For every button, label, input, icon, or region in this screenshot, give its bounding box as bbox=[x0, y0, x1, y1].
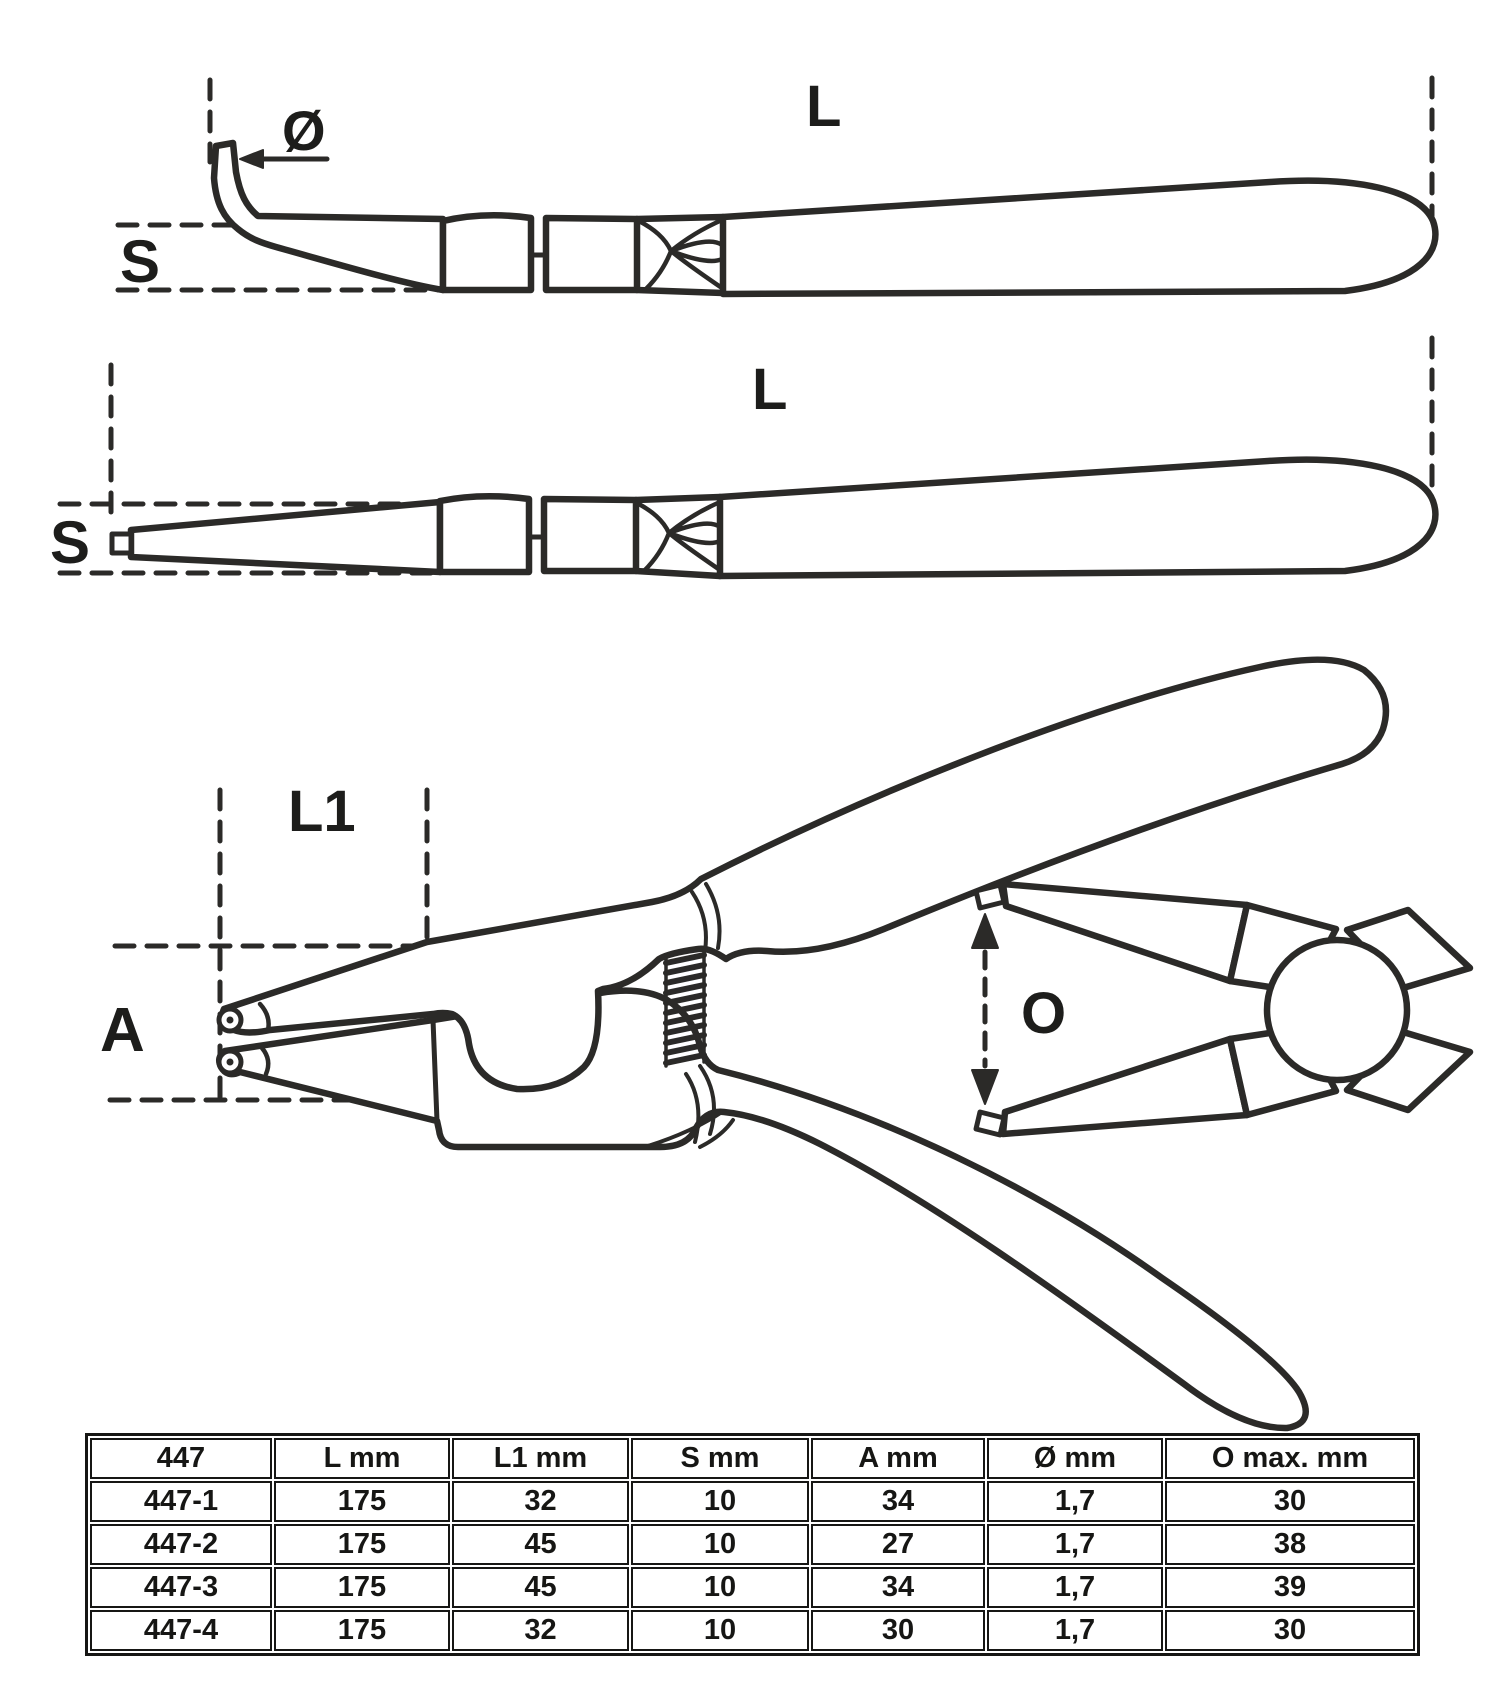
open-pliers-view bbox=[107, 656, 1390, 1432]
table-cell: 30 bbox=[1165, 1610, 1415, 1651]
length-label-top: L bbox=[806, 74, 841, 139]
length-label-middle: L bbox=[752, 357, 787, 422]
joint-outline bbox=[632, 493, 724, 580]
pliers-handle bbox=[716, 456, 1439, 580]
table-cell: 1,7 bbox=[987, 1610, 1163, 1651]
housing-divider bbox=[526, 496, 547, 575]
detail-jaw-tip bbox=[973, 1109, 1007, 1138]
table-cell: 45 bbox=[452, 1567, 629, 1608]
table-cell: 10 bbox=[631, 1481, 809, 1522]
table-row: 447-2 175 45 10 27 1,7 38 bbox=[90, 1524, 1415, 1565]
lower-lobe-edge bbox=[430, 1017, 440, 1124]
table-cell: 45 bbox=[452, 1524, 629, 1565]
bent-tip-pliers-side-view bbox=[115, 75, 1439, 298]
table-row: 447-1 175 32 10 34 1,7 30 bbox=[90, 1481, 1415, 1522]
ring-detail-view bbox=[971, 880, 1474, 1138]
pliers-jaw-housing bbox=[542, 214, 641, 294]
pliers-bent-jaw bbox=[210, 139, 447, 294]
table-header-cell: A mm bbox=[811, 1438, 985, 1479]
opening-label: O bbox=[1021, 981, 1066, 1046]
pliers-jaw-housing bbox=[436, 492, 533, 576]
table-cell: 1,7 bbox=[987, 1567, 1163, 1608]
table-header-cell: O max. mm bbox=[1165, 1438, 1415, 1479]
table-cell: 175 bbox=[274, 1481, 450, 1522]
jaw-length-label: L1 bbox=[288, 779, 356, 844]
table-cell: 10 bbox=[631, 1567, 809, 1608]
box-joint-curves bbox=[690, 882, 722, 953]
table-row: 447-4 175 32 10 30 1,7 30 bbox=[90, 1610, 1415, 1651]
table-cell: 447-1 bbox=[90, 1481, 272, 1522]
pliers-straight-jaw bbox=[127, 498, 444, 576]
box-joint-curves bbox=[646, 1064, 735, 1149]
table-header-cell: L1 mm bbox=[452, 1438, 629, 1479]
arrow-head-icon bbox=[239, 149, 264, 169]
table-cell: 10 bbox=[631, 1610, 809, 1651]
box-joint-curves bbox=[636, 217, 725, 292]
pliers-jaw-housing bbox=[540, 495, 640, 575]
table-header-cell: S mm bbox=[631, 1438, 809, 1479]
table-cell: 38 bbox=[1165, 1524, 1415, 1565]
table-header-cell: 447 bbox=[90, 1438, 272, 1479]
jaw-tip-pin-center bbox=[226, 1058, 234, 1066]
arrow-head-icon bbox=[971, 913, 999, 949]
jaw-detail-arc bbox=[259, 1045, 271, 1077]
table-cell: 175 bbox=[274, 1524, 450, 1565]
table-row: 447-3 175 45 10 34 1,7 39 bbox=[90, 1567, 1415, 1608]
circlip-ring bbox=[1263, 936, 1411, 1084]
table-cell: 27 bbox=[811, 1524, 985, 1565]
detail-lower-jaw bbox=[999, 1035, 1251, 1138]
table-cell: 32 bbox=[452, 1610, 629, 1651]
joint-outline bbox=[633, 213, 727, 297]
box-joint-curves bbox=[634, 499, 723, 574]
table-cell: 32 bbox=[452, 1481, 629, 1522]
table-cell: 34 bbox=[811, 1481, 985, 1522]
table-cell: 175 bbox=[274, 1567, 450, 1608]
detail-jaw-tip bbox=[973, 882, 1007, 911]
table-cell: 1,7 bbox=[987, 1524, 1163, 1565]
thickness-label-top: S bbox=[120, 228, 160, 295]
table-cell: 30 bbox=[811, 1610, 985, 1651]
spec-table: 447 L mm L1 mm S mm A mm Ø mm O max. mm … bbox=[85, 1433, 1420, 1656]
table-cell: 34 bbox=[811, 1567, 985, 1608]
pliers-upper-arm bbox=[219, 656, 1390, 1093]
return-spring bbox=[663, 948, 707, 1068]
jaw-tip bbox=[109, 531, 134, 556]
table-cell: 39 bbox=[1165, 1567, 1415, 1608]
jaw-detail-arc bbox=[257, 1001, 271, 1033]
table-header-cell: L mm bbox=[274, 1438, 450, 1479]
straight-tip-pliers-side-view bbox=[57, 335, 1439, 580]
tip-diameter-label: Ø bbox=[282, 99, 326, 162]
pliers-lower-arm bbox=[215, 987, 1309, 1432]
table-cell: 1,7 bbox=[987, 1481, 1163, 1522]
table-cell: 10 bbox=[631, 1524, 809, 1565]
pliers-jaw-housing bbox=[439, 212, 535, 294]
table-cell: 30 bbox=[1165, 1481, 1415, 1522]
table-header-row: 447 L mm L1 mm S mm A mm Ø mm O max. mm bbox=[90, 1438, 1415, 1479]
table-header-cell: Ø mm bbox=[987, 1438, 1163, 1479]
table-cell: 447-3 bbox=[90, 1567, 272, 1608]
pliers-handle bbox=[719, 177, 1439, 298]
table-cell: 447-4 bbox=[90, 1610, 272, 1651]
tip-span-label: A bbox=[100, 996, 145, 1065]
thickness-label-middle: S bbox=[50, 509, 90, 576]
jaw-tip-pin-center bbox=[226, 1016, 234, 1024]
table-cell: 447-2 bbox=[90, 1524, 272, 1565]
table-cell: 175 bbox=[274, 1610, 450, 1651]
housing-divider bbox=[528, 215, 549, 293]
detail-upper-jaw bbox=[999, 880, 1251, 985]
arrow-head-icon bbox=[971, 1069, 999, 1105]
